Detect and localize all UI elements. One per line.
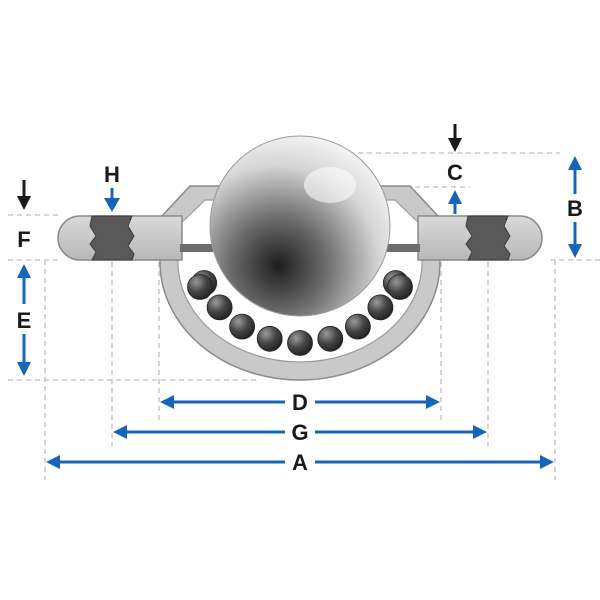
- thread-band-left: [89, 215, 135, 261]
- dimension-c: [448, 124, 462, 214]
- support-ball: [387, 274, 413, 300]
- small-support-balls-icon: [187, 270, 413, 356]
- support-ball: [229, 313, 256, 340]
- dimension-a: [46, 455, 554, 469]
- dimension-g: [113, 425, 487, 439]
- ball-highlight: [304, 167, 356, 203]
- guide-lines: [8, 152, 600, 480]
- support-ball: [344, 313, 371, 340]
- label-h: H: [104, 162, 120, 187]
- dimension-f: [17, 180, 31, 210]
- dimension-d: [160, 395, 440, 409]
- label-e: E: [17, 308, 32, 333]
- label-g: G: [291, 420, 308, 445]
- thread-band-right: [465, 215, 511, 261]
- large-steel-ball-icon: [209, 135, 391, 317]
- label-f: F: [17, 227, 30, 252]
- support-ball: [256, 325, 283, 352]
- dimension-e: [17, 264, 31, 376]
- support-ball: [187, 274, 213, 300]
- label-d: D: [292, 390, 308, 415]
- label-a: A: [292, 450, 308, 475]
- label-b: B: [567, 196, 583, 221]
- support-ball: [287, 330, 313, 356]
- dimension-b: [568, 156, 582, 258]
- support-ball: [317, 325, 344, 352]
- support-ball: [367, 294, 394, 321]
- dimension-h: [104, 188, 120, 212]
- support-ball: [206, 294, 233, 321]
- label-c: C: [447, 160, 463, 185]
